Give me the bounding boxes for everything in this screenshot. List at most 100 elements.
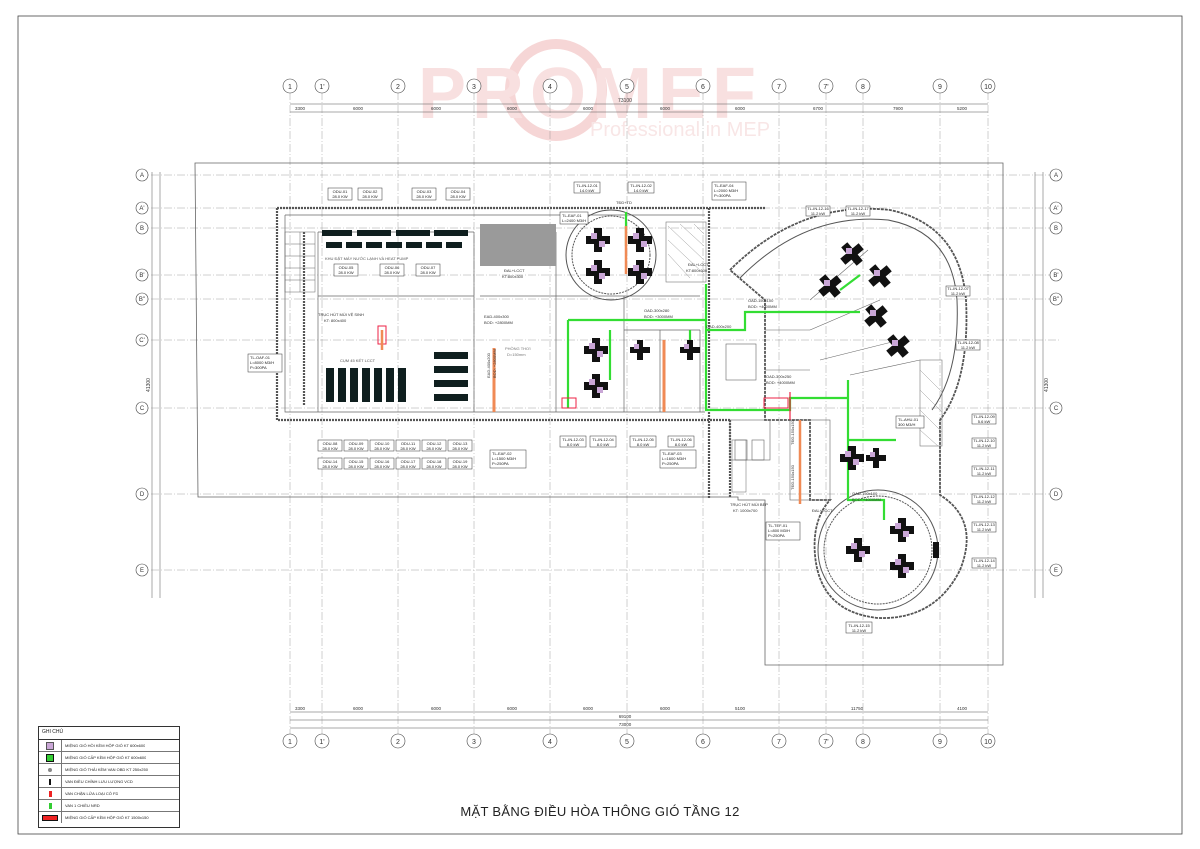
grid-bubble: B" xyxy=(135,292,149,306)
grid-bubble: 5 xyxy=(619,733,635,749)
oad-label-d-sub: BOD: +4000MM xyxy=(852,497,881,502)
svg-text:28.0 KW: 28.0 KW xyxy=(400,464,416,469)
svg-text:B": B" xyxy=(1053,297,1059,303)
grid-bubble: 8 xyxy=(855,78,871,94)
svg-text:L=1600 M3/H: L=1600 M3/H xyxy=(662,456,686,461)
svg-text:ODU-09: ODU-09 xyxy=(349,441,364,446)
shaft-mid-label: ĐAL+LCCT xyxy=(688,262,709,267)
fcu-cluster xyxy=(868,264,892,288)
grid-bubble: 9 xyxy=(932,78,948,94)
svg-text:28.0 KW: 28.0 KW xyxy=(348,446,364,451)
hatched-zones xyxy=(480,221,943,447)
fcu-cluster xyxy=(680,340,700,360)
grid-bubble: 7 xyxy=(771,78,787,94)
svg-text:TL-IN-12-01: TL-IN-12-01 xyxy=(576,183,598,188)
grid-bubble: 3 xyxy=(466,733,482,749)
svg-text:TL-EAF-02: TL-EAF-02 xyxy=(492,451,512,456)
fan-callout-mid2: TL-EAF-03 L=1600 M3/H P=250PA xyxy=(659,449,697,469)
fan-callout-left: TL-OAF-01 L=8000 M3/H P=300PA xyxy=(247,353,283,373)
svg-text:A: A xyxy=(1054,173,1058,179)
fcu-cluster xyxy=(866,448,886,468)
svg-text:8.0 kW: 8.0 kW xyxy=(637,442,650,447)
svg-text:TL-EAF-03: TL-EAF-03 xyxy=(662,451,682,456)
fire-damper-icon xyxy=(39,788,62,799)
svg-text:TL-AHU-01: TL-AHU-01 xyxy=(898,417,919,422)
svg-text:TL-IN-12-14: TL-IN-12-14 xyxy=(973,558,995,563)
svg-text:8.0 kW: 8.0 kW xyxy=(567,442,580,447)
grid-bubble: 6 xyxy=(695,78,711,94)
oad-label-b-sub: BOD: +4000MM xyxy=(748,304,777,309)
grid-bubble: 7' xyxy=(818,733,834,749)
side-dimensions xyxy=(151,172,1044,598)
east-wing-partitions xyxy=(725,249,921,501)
svg-text:6: 6 xyxy=(701,739,705,746)
svg-text:L=2000 M3/H: L=2000 M3/H xyxy=(714,188,738,193)
svg-text:ODU-05: ODU-05 xyxy=(339,265,354,270)
svg-text:L=1500 M3/H: L=1500 M3/H xyxy=(492,456,516,461)
svg-text:D: D xyxy=(140,492,145,498)
sfa-label: TĐD-150x150 xyxy=(790,419,795,445)
grid-bubble: B" xyxy=(1049,292,1063,306)
svg-text:D: D xyxy=(1054,492,1059,498)
bottom-dimensions xyxy=(290,711,988,729)
duct-labels: OAD-300x280 BOD: +3000MM OAD-150x100 BOD… xyxy=(486,200,881,513)
legend-item: VAN 1 CHIỀU NRD xyxy=(39,800,179,812)
svg-text:ODU-12: ODU-12 xyxy=(427,441,442,446)
svg-text:4: 4 xyxy=(548,739,552,746)
exhaust-grille-icon xyxy=(39,764,62,775)
svg-text:10: 10 xyxy=(984,739,992,746)
svg-text:B': B' xyxy=(139,273,144,279)
fcu-cluster xyxy=(584,338,608,362)
svg-text:TL-IN-12-07: TL-IN-12-07 xyxy=(947,286,969,291)
svg-text:TL-EAF-04: TL-EAF-04 xyxy=(714,183,734,188)
fcu-cluster xyxy=(840,242,864,266)
unit-tag: TL-IN-12-048.0 kW xyxy=(589,435,617,448)
grid-bubble: 1 xyxy=(282,78,298,94)
left-total-dim: 41300 xyxy=(146,378,152,392)
fcu-cluster xyxy=(818,274,842,298)
grid-bubble: A xyxy=(135,168,149,182)
bottom-dim: 3300 xyxy=(295,706,306,711)
slab-outline xyxy=(194,162,1004,666)
top-dim: 5200 xyxy=(957,106,968,111)
fcu-cluster xyxy=(886,334,910,358)
fcu-cluster xyxy=(890,554,914,578)
fcu-cluster xyxy=(846,538,870,562)
right-total-dim: 41300 xyxy=(1044,378,1050,392)
svg-text:A': A' xyxy=(139,206,144,212)
svg-text:28.0 KW: 28.0 KW xyxy=(416,194,432,199)
svg-text:L=2400 M3/H: L=2400 M3/H xyxy=(562,218,586,223)
svg-text:ODU-14: ODU-14 xyxy=(323,459,338,464)
svg-text:ODU-18: ODU-18 xyxy=(427,459,442,464)
svg-text:5: 5 xyxy=(625,739,629,746)
svg-text:28.0 KW: 28.0 KW xyxy=(384,270,400,275)
top-dim: 6700 xyxy=(813,106,824,111)
svg-text:TL-IN-12-16: TL-IN-12-16 xyxy=(807,206,829,211)
top-dim: 3300 xyxy=(295,106,306,111)
watermark-brand: PROMEF xyxy=(418,54,762,134)
grid-bubbles-right: A A' B B' B" C D E xyxy=(1049,168,1063,577)
svg-text:28.0 KW: 28.0 KW xyxy=(338,270,354,275)
grid-bubbles-left: A A' B B' B" C' C D E xyxy=(135,168,149,577)
svg-text:28.0 KW: 28.0 KW xyxy=(452,464,468,469)
fcu-cluster xyxy=(628,260,652,284)
fan-callout-top: TL-EAF-01 L=2400 M3/H xyxy=(559,211,589,225)
ead-label: EAD-400x300 xyxy=(484,314,510,319)
svg-text:TL-IN-12-05: TL-IN-12-05 xyxy=(632,437,654,442)
legend-item: MIỆNG GIÓ CẤP KÈM HỘP GIÓ KT 600x600 xyxy=(39,752,179,764)
svg-text:1: 1 xyxy=(288,739,292,746)
bottom-dim: 6000 xyxy=(583,706,594,711)
grid-bubble: 2 xyxy=(390,733,406,749)
grid-bubble: C' xyxy=(135,333,149,347)
svg-text:9: 9 xyxy=(938,739,942,746)
